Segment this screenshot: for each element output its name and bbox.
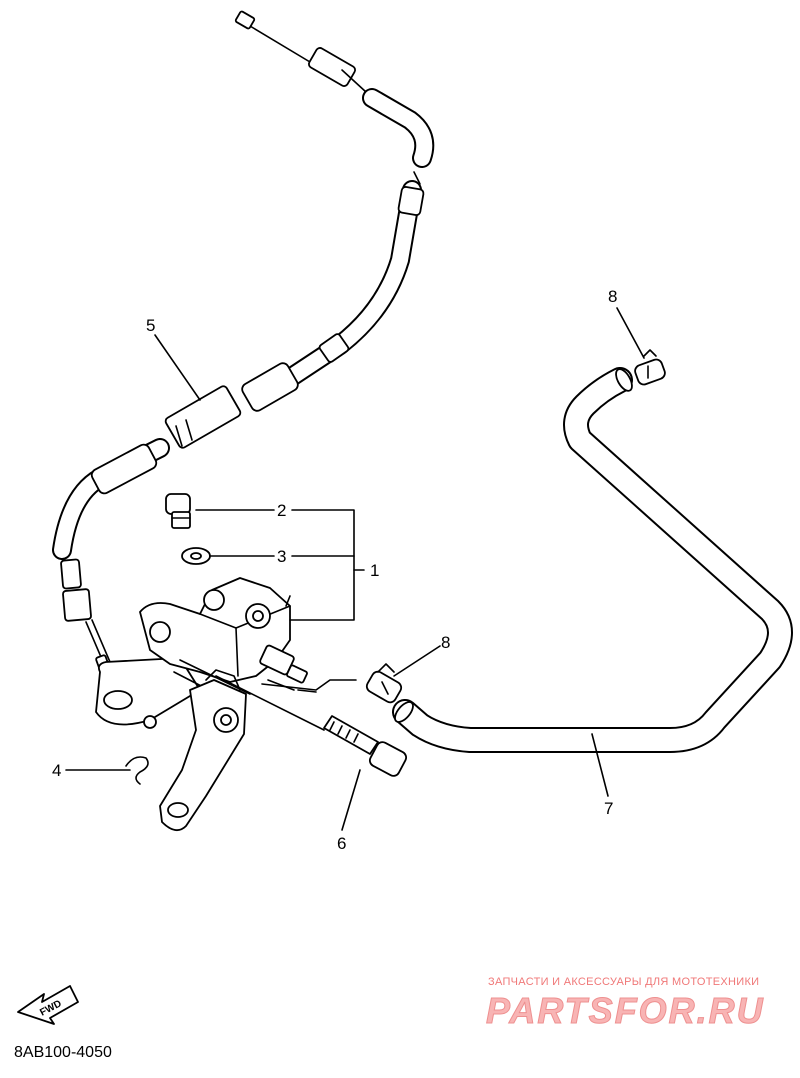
watermark-logo: PARTSFOR.RU bbox=[486, 990, 765, 1032]
clip-part-4 bbox=[125, 756, 149, 785]
watermark-tagline: ЗАПЧАСТИ И АКСЕССУАРЫ ДЛЯ МОТОТЕХНИКИ bbox=[488, 976, 760, 988]
leader-lines bbox=[65, 307, 645, 831]
callout-3: 3 bbox=[277, 547, 286, 566]
callout-8-top: 8 bbox=[608, 287, 617, 306]
diagram-code: 8AB100-4050 bbox=[14, 1044, 112, 1061]
clamp-part-8-top bbox=[634, 349, 666, 386]
callout-5: 5 bbox=[146, 316, 155, 335]
callout-2: 2 bbox=[277, 501, 286, 520]
bolt-part-2 bbox=[165, 493, 191, 529]
fwd-arrow-icon: FWD bbox=[17, 985, 79, 1025]
washer-part-3 bbox=[181, 547, 211, 565]
hose-part-7 bbox=[392, 367, 793, 753]
cable-part-5 bbox=[52, 10, 435, 674]
clamp-part-8-bottom bbox=[365, 663, 403, 704]
callout-4: 4 bbox=[52, 761, 61, 780]
bolt-part-6 bbox=[323, 715, 408, 777]
callout-7: 7 bbox=[604, 799, 613, 818]
callout-8-bottom: 8 bbox=[441, 633, 450, 652]
callout-6: 6 bbox=[337, 834, 346, 853]
callout-1: 1 bbox=[370, 561, 379, 580]
oil-pump-part-1 bbox=[95, 577, 308, 832]
